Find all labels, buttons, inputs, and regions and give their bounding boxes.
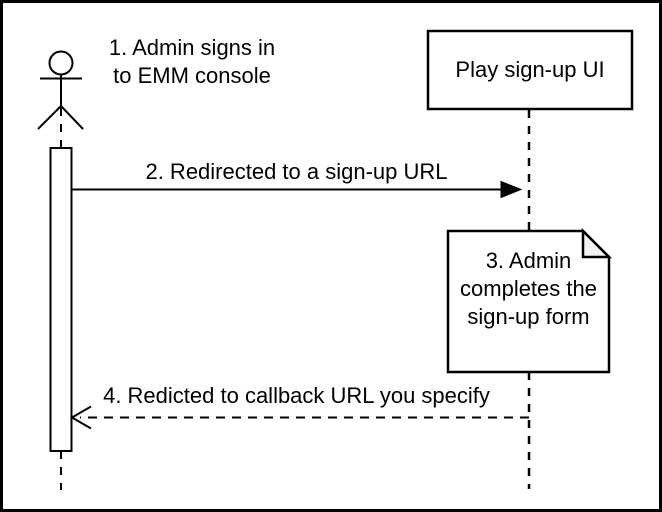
actor-head xyxy=(48,50,74,76)
message-4-arrowhead-icon xyxy=(70,405,92,430)
note-label-line3: sign-up form xyxy=(467,304,590,329)
participant-box xyxy=(426,29,634,111)
step1-annotation: 1. Admin signs in to EMM console xyxy=(88,34,296,90)
step1-annotation-line1: 1. Admin signs in xyxy=(108,35,276,60)
participant-label-text: Play sign-up UI xyxy=(455,57,605,82)
message-2-label: 2. Redirected to a sign-up URL xyxy=(145,159,448,184)
message-2-arrow xyxy=(72,180,523,199)
message-2-arrowhead-icon xyxy=(500,180,523,199)
message-4-label: 4. Redicted to callback URL you specify xyxy=(103,383,490,408)
note-label: 3. Admin completes the sign-up form xyxy=(448,231,609,372)
note-body xyxy=(446,229,611,374)
actor-icon xyxy=(37,50,84,130)
message-4-arrow xyxy=(70,405,529,430)
note-shape xyxy=(446,227,613,374)
note-label-line2: completes the xyxy=(460,276,597,301)
actor-leg-left xyxy=(37,105,62,130)
participant-label: Play sign-up UI xyxy=(428,31,632,109)
note-label-line1: 3. Admin xyxy=(485,248,572,273)
step1-annotation-line2: to EMM console xyxy=(113,63,271,88)
note-fold-corner-icon xyxy=(581,227,613,259)
activation-bar xyxy=(49,147,73,452)
actor-leg-right xyxy=(60,105,84,130)
